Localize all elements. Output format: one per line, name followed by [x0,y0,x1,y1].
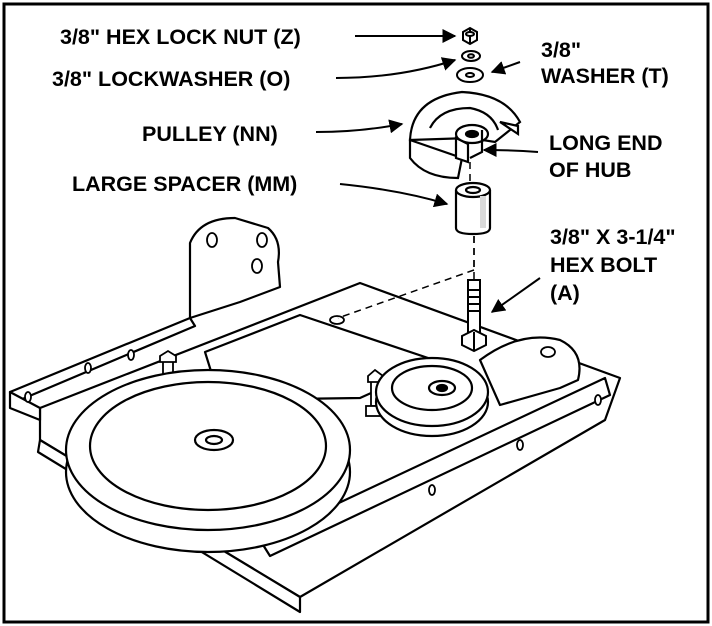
label-long-end-line1: LONG END [549,131,662,155]
bracket-holes [24,232,602,496]
lockwasher [461,50,481,62]
flat-washer [456,67,484,83]
idler-pulley [374,356,490,438]
label-washer-line1: 3/8" [541,38,581,62]
leader-arrows [315,29,541,313]
label-washer-line2: WASHER (T) [541,64,669,88]
arrow-hex-bolt [490,277,541,313]
arrow-lockwasher [335,57,457,79]
hex-bolt [461,279,487,353]
alignment-lines [337,162,475,319]
label-hex-lock-nut: 3/8" HEX LOCK NUT (Z) [60,25,301,49]
arrow-pulley [315,119,404,134]
arrow-long-end-of-hub [482,143,539,158]
hex-lock-nut [462,26,478,46]
label-hex-bolt-line3: (A) [550,281,580,305]
arrow-washer [490,61,521,75]
label-long-end-line2: OF HUB [549,158,631,182]
large-spacer [454,181,492,236]
label-pulley: PULLEY (NN) [142,122,278,146]
label-hex-bolt-line2: HEX BOLT [550,253,657,277]
pulley-nn [408,90,522,180]
large-pulley [64,368,352,554]
arrow-large-spacer [339,183,449,208]
label-large-spacer: LARGE SPACER (MM) [72,172,297,196]
label-hex-bolt-line1: 3/8" X 3-1/4" [550,225,676,249]
label-lockwasher: 3/8" LOCKWASHER (O) [52,67,290,91]
